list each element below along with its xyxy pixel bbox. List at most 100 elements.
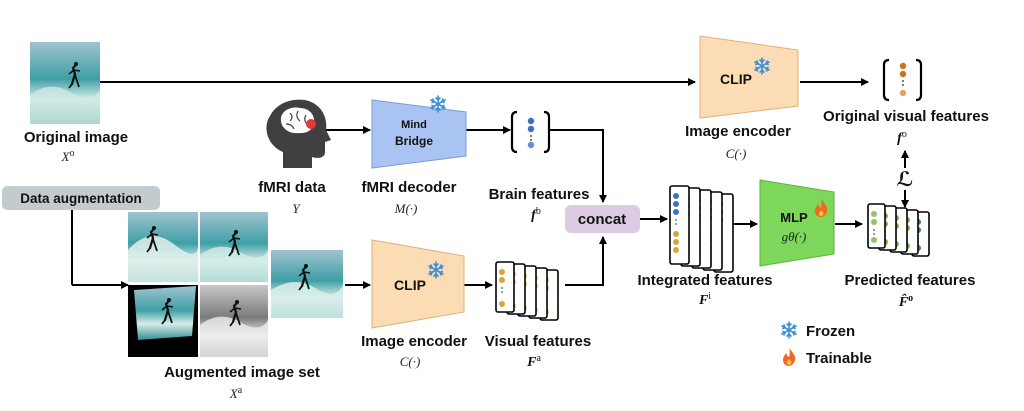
legend-frozen-label: Frozen [806, 323, 855, 340]
feature-dot [871, 237, 877, 243]
svg-text:fo: fo [897, 129, 907, 146]
svg-text:Xa: Xa [229, 385, 243, 401]
brain-features-block: Brain features fb [489, 110, 590, 223]
feature-dot [499, 301, 505, 307]
augmented-set-sup: a [238, 385, 243, 396]
predicted-features-block: Predicted features F̂o [845, 203, 975, 310]
loss-symbol: ℒ [896, 169, 913, 191]
image-encoder-top-symbol: C(·) [726, 146, 747, 161]
mlp-trapezoid [759, 179, 835, 267]
integrated-features-symbol: F [698, 293, 709, 308]
feature-dot [673, 201, 679, 207]
arrows [71, 78, 909, 289]
svg-text:Xo: Xo [61, 148, 75, 164]
feature-dot [673, 247, 679, 253]
integrated-features-sup: i [708, 291, 711, 302]
aug-image-5 [271, 250, 343, 318]
augmented-set-label: Augmented image set [164, 364, 320, 381]
original-visual-sup: o [902, 129, 907, 140]
visual-features-stack [495, 261, 559, 321]
fmri-decoder-label: fMRI decoder [361, 179, 456, 196]
concat-label: concat [578, 211, 626, 228]
mlp-symbol: gθ(·) [782, 229, 807, 244]
original-image-block: Original image Xo [24, 42, 128, 164]
brain-features-label: Brain features [489, 186, 590, 203]
svg-text:Fa: Fa [526, 353, 541, 370]
augmented-image-set: Augmented image set Xa [128, 212, 343, 401]
feature-dot [871, 219, 877, 225]
feature-dot [501, 287, 503, 289]
aug-image-2 [200, 212, 268, 282]
legend: Frozen Trainable [781, 321, 872, 367]
aug-image-4 [200, 285, 268, 357]
fmri-block: fMRI data Y [258, 99, 331, 216]
integrated-features-label: Integrated features [637, 272, 772, 289]
clip-bottom-label: CLIP [394, 277, 426, 293]
original-visual-block: Original visual features fo ℒ [823, 58, 989, 191]
brain-features-symbol: f [531, 208, 537, 223]
mindbridge-label-2: Bridge [395, 134, 433, 148]
feature-dot [673, 239, 679, 245]
brain-features-sup: b [536, 206, 541, 217]
mindbridge-label-1: Mind [401, 119, 427, 131]
augmented-set-symbol: X [229, 386, 239, 401]
data-augmentation-box: Data augmentation [2, 186, 160, 210]
integrated-features-block: Integrated features Fi [637, 185, 773, 308]
snowflake-icon [781, 321, 797, 339]
predicted-features-symbol: F̂ [898, 293, 909, 310]
feature-dot [675, 223, 677, 225]
snowflake-icon [430, 95, 446, 113]
feature-card [867, 203, 886, 249]
svg-text:fb: fb [531, 206, 541, 223]
feature-dot [871, 211, 877, 217]
head-brain-icon [266, 99, 331, 168]
original-visual-label: Original visual features [823, 108, 989, 125]
feature-dot [873, 229, 875, 231]
feature-dot [673, 231, 679, 237]
image-encoder-bottom-symbol: C(·) [400, 354, 421, 369]
visual-features-block: Visual features Fa [485, 261, 591, 370]
mlp-label: MLP [780, 210, 808, 225]
aug-image-1 [128, 212, 199, 282]
feature-dot [673, 193, 679, 199]
original-visual-symbol: f [897, 131, 903, 146]
data-augmentation-label: Data augmentation [20, 191, 142, 206]
visual-features-sup: a [536, 353, 541, 364]
fmri-data-label: fMRI data [258, 179, 326, 196]
feature-dot [673, 209, 679, 215]
original-image-sup: o [69, 148, 74, 159]
clip-top-label: CLIP [720, 71, 752, 87]
integrated-features-stack [669, 185, 734, 273]
visual-features-label: Visual features [485, 333, 591, 350]
original-image-label: Original image [24, 129, 128, 146]
fmri-decoder-block: Mind Bridge fMRI decoder M(·) [361, 95, 467, 216]
image-encoder-bottom-label: Image encoder [361, 333, 467, 350]
svg-text:F̂o: F̂o [898, 293, 913, 310]
predicted-features-stack [867, 203, 930, 257]
clip-top-block: CLIP Image encoder C(·) [685, 35, 799, 161]
flame-icon [783, 348, 796, 366]
mindbridge-trapezoid [371, 99, 467, 169]
visual-features-symbol: F [526, 355, 537, 370]
predicted-features-sup: o [908, 293, 913, 304]
feature-dot [501, 291, 503, 293]
svg-text:Fi: Fi [698, 291, 711, 308]
original-visual-vector [882, 58, 923, 102]
feature-dot [873, 233, 875, 235]
fmri-decoder-symbol: M(·) [394, 201, 418, 216]
legend-trainable-label: Trainable [806, 350, 872, 367]
clip-bottom-block: CLIP Image encoder C(·) [361, 239, 467, 369]
feature-card [669, 185, 690, 265]
mlp-block: MLP gθ(·) [759, 179, 835, 267]
original-image-symbol: X [61, 149, 71, 164]
feature-dot [499, 277, 505, 283]
feature-card [495, 261, 515, 313]
feature-dot [675, 219, 677, 221]
aug-image-3 [128, 285, 198, 357]
concat-box: concat [565, 205, 640, 233]
image-encoder-top-label: Image encoder [685, 123, 791, 140]
arrow-visual-to-concat [565, 236, 607, 286]
original-image [30, 42, 100, 124]
arrow-brain-to-concat [548, 129, 607, 203]
